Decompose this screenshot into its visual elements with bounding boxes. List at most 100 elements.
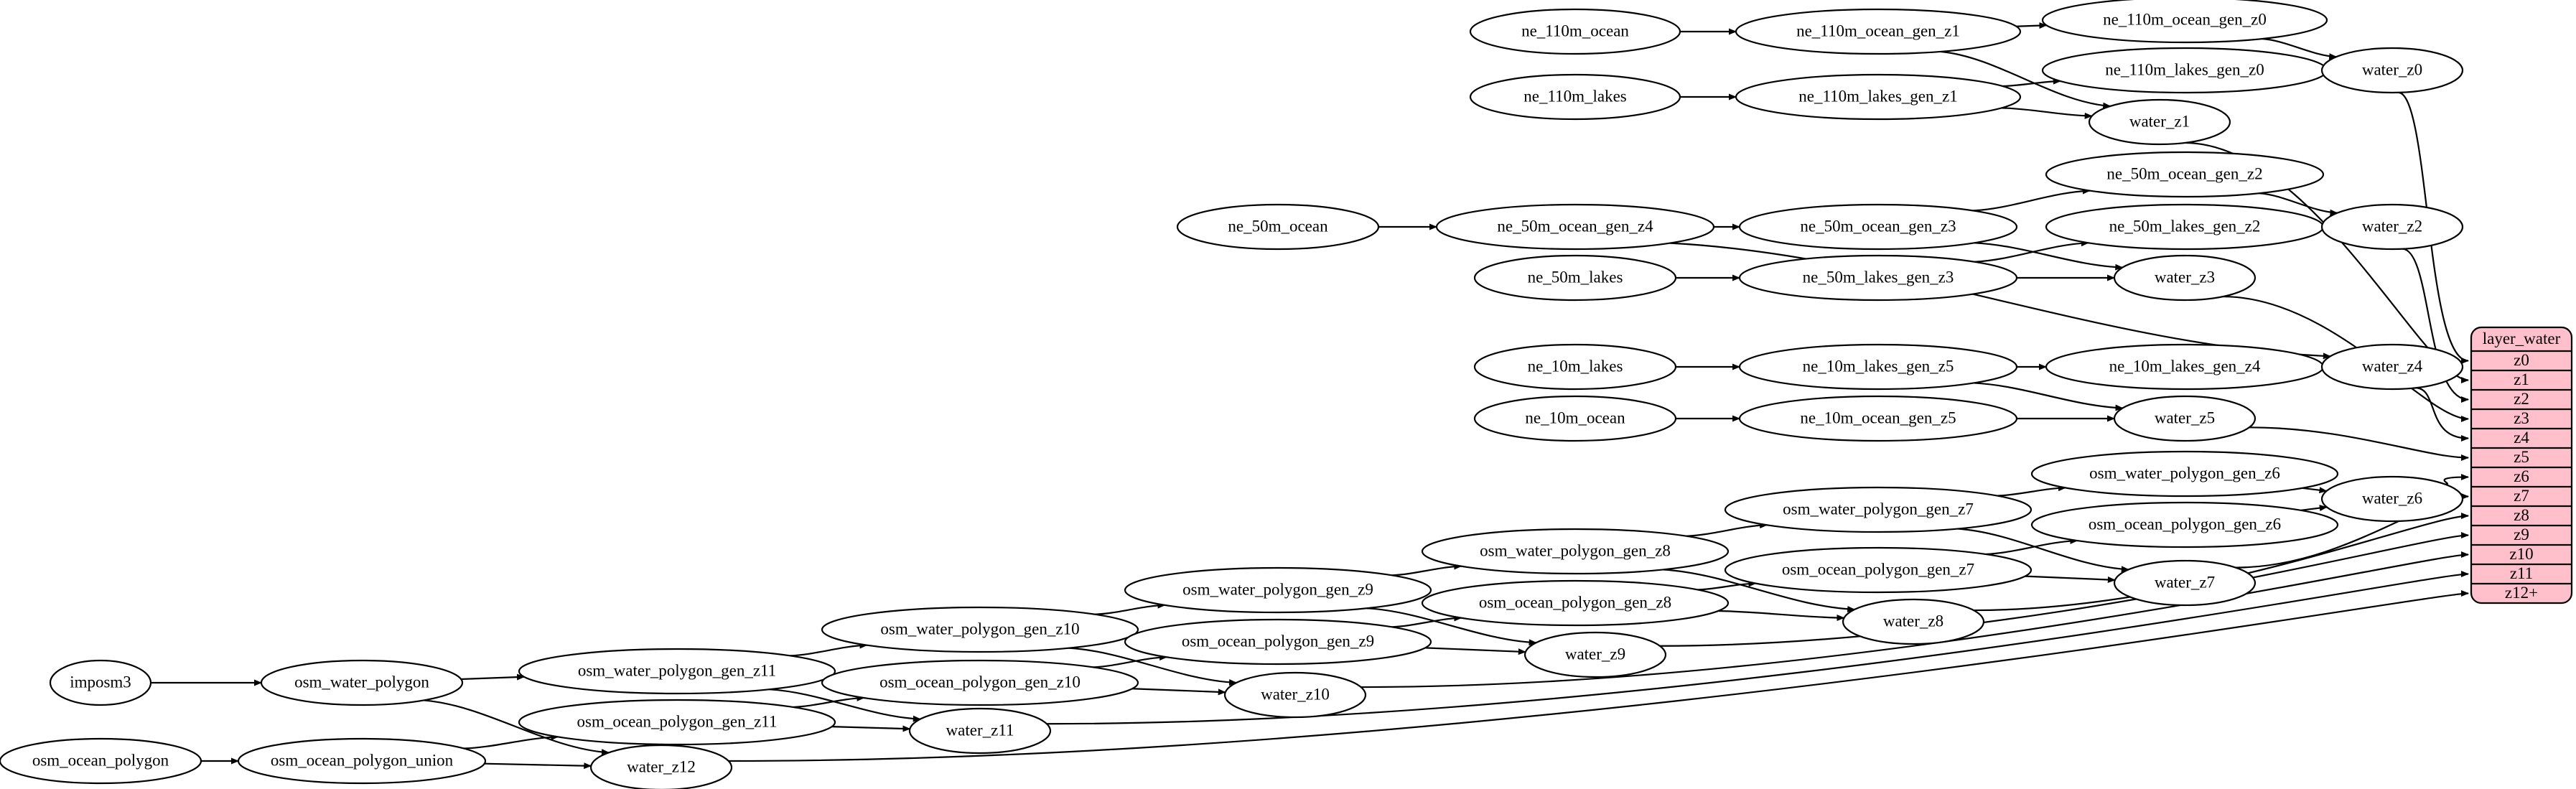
node-shape-osm_ocean_polygon_gen_z8	[1421, 579, 1730, 627]
edge-water_z2-to-layer_water.z2	[2402, 248, 2469, 403]
node-osm_water_polygon_gen_z8[interactable]: osm_water_polygon_gen_z8	[1421, 528, 1730, 575]
node-ne_50m_ocean_gen_z2[interactable]: ne_50m_ocean_gen_z2	[2045, 151, 2325, 198]
node-ne_10m_lakes[interactable]: ne_10m_lakes	[1473, 343, 1677, 391]
node-shape-water_z5	[2113, 395, 2257, 442]
edge-water_z12-to-layer_water.z12+	[728, 590, 2469, 762]
node-water_z11[interactable]: water_z11	[908, 707, 1052, 755]
edge-water_z4-to-layer_water.z4	[2415, 387, 2469, 442]
node-shape-water_z3	[2113, 254, 2257, 302]
edge-osm_ocean_polygon_gen_z7-to-osm_ocean_polygon_gen_z6	[1985, 537, 2078, 556]
edge-osm_ocean_polygon_union-to-osm_ocean_polygon_gen_z11	[464, 734, 559, 750]
node-ne_50m_lakes[interactable]: ne_50m_lakes	[1473, 254, 1677, 302]
node-osm_ocean_polygon[interactable]: osm_ocean_polygon	[0, 737, 202, 785]
node-shape-water_z9	[1523, 631, 1667, 678]
node-shape-osm_water_polygon_gen_z10	[821, 606, 1139, 653]
edge-osm_ocean_polygon_gen_z9-to-water_z9	[1425, 647, 1526, 655]
node-water_z5[interactable]: water_z5	[2113, 395, 2257, 442]
edge-osm_water_polygon_gen_z8-to-osm_water_polygon_gen_z7	[1686, 522, 1768, 537]
edge-osm_ocean_polygon_gen_z7-to-water_z7	[2025, 575, 2116, 583]
edge-water_z11-to-layer_water.z11	[1046, 571, 2469, 725]
edge-water_z10-to-layer_water.z10	[1361, 551, 2469, 688]
node-water_z12[interactable]: water_z12	[589, 744, 733, 789]
node-water_z10[interactable]: water_z10	[1223, 671, 1367, 719]
node-shape-ne_50m_lakes	[1473, 254, 1677, 302]
node-shape-imposm3	[49, 659, 152, 706]
node-water_z7[interactable]: water_z7	[2113, 559, 2257, 607]
node-ne_10m_lakes_gen_z5[interactable]: ne_10m_lakes_gen_z5	[1738, 343, 2018, 391]
node-ne_10m_lakes_gen_z4[interactable]: ne_10m_lakes_gen_z4	[2045, 343, 2325, 391]
node-osm_ocean_polygon_gen_z9[interactable]: osm_ocean_polygon_gen_z9	[1124, 618, 1432, 666]
node-shape-water_z8	[1842, 598, 1985, 645]
node-shape-ne_50m_ocean	[1176, 203, 1380, 251]
edge-ne_110m_ocean_gen_z1-to-water_z1	[1940, 50, 2111, 109]
node-osm_water_polygon[interactable]: osm_water_polygon	[260, 659, 464, 706]
edge-ne_50m_ocean_gen_z2-to-water_z2	[2259, 192, 2338, 216]
node-ne_50m_lakes_gen_z3[interactable]: ne_50m_lakes_gen_z3	[1738, 254, 2018, 302]
node-water_z0[interactable]: water_z0	[2320, 47, 2464, 94]
edge-osm_ocean_polygon_gen_z8-to-osm_ocean_polygon_gen_z7	[1697, 580, 1757, 591]
node-water_z4[interactable]: water_z4	[2320, 343, 2464, 391]
node-shape-osm_ocean_polygon_gen_z7	[1724, 546, 2033, 594]
node-shape-osm_water_polygon_gen_z8	[1421, 528, 1730, 575]
node-ne_110m_lakes_gen_z1[interactable]: ne_110m_lakes_gen_z1	[1735, 73, 2022, 121]
edge-ne_10m_lakes_gen_z5-to-water_z5	[1974, 382, 2124, 411]
node-ne_50m_ocean_gen_z4[interactable]: ne_50m_ocean_gen_z4	[1435, 203, 1715, 251]
node-ne_110m_lakes_gen_z0[interactable]: ne_110m_lakes_gen_z0	[2041, 47, 2328, 94]
node-ne_50m_ocean[interactable]: ne_50m_ocean	[1176, 203, 1380, 251]
node-water_z8[interactable]: water_z8	[1842, 598, 1985, 645]
edge-osm_ocean_polygon_gen_z6-to-water_z6	[2300, 505, 2328, 512]
node-shape-ne_10m_ocean_gen_z5	[1738, 395, 2018, 442]
edge-osm_water_polygon_gen_z10-to-osm_water_polygon_gen_z9	[1095, 602, 1166, 615]
node-water_z6[interactable]: water_z6	[2320, 475, 2464, 523]
node-osm_ocean_polygon_gen_z7[interactable]: osm_ocean_polygon_gen_z7	[1724, 546, 2033, 594]
edge-water_z8-to-layer_water.z8	[1974, 513, 2469, 612]
node-osm_water_polygon_gen_z6[interactable]: osm_water_polygon_gen_z6	[2030, 450, 2339, 498]
node-shape-ne_50m_lakes_gen_z3	[1738, 254, 2018, 302]
edge-osm_water_polygon_gen_z9-to-osm_water_polygon_gen_z8	[1391, 563, 1462, 576]
node-water_z2[interactable]: water_z2	[2320, 203, 2464, 251]
node-shape-ne_110m_ocean	[1469, 8, 1681, 55]
edge-osm_water_polygon-to-water_z12	[424, 699, 610, 756]
node-osm_water_polygon_gen_z11[interactable]: osm_water_polygon_gen_z11	[518, 648, 836, 695]
node-shape-ne_10m_lakes	[1473, 343, 1677, 391]
node-ne_10m_ocean_gen_z5[interactable]: ne_10m_ocean_gen_z5	[1738, 395, 2018, 442]
node-ne_110m_ocean[interactable]: ne_110m_ocean	[1469, 8, 1681, 55]
edge-ne_50m_ocean_gen_z3-to-ne_50m_ocean_gen_z2	[1973, 187, 2091, 212]
node-ne_110m_ocean_gen_z1[interactable]: ne_110m_ocean_gen_z1	[1735, 8, 2022, 55]
node-osm_water_polygon_gen_z9[interactable]: osm_water_polygon_gen_z9	[1124, 566, 1432, 614]
node-water_z9[interactable]: water_z9	[1523, 631, 1667, 678]
node-shape-ne_10m_lakes_gen_z4	[2045, 343, 2325, 391]
edge-ne_110m_ocean_gen_z1-to-ne_110m_ocean_gen_z0	[2016, 22, 2048, 29]
node-imposm3[interactable]: imposm3	[49, 659, 152, 706]
node-shape-ne_10m_ocean	[1473, 395, 1677, 442]
edge-osm_ocean_polygon_gen_z9-to-osm_ocean_polygon_gen_z8	[1391, 615, 1462, 628]
node-water_z1[interactable]: water_z1	[2088, 98, 2231, 146]
edge-osm_water_polygon_gen_z7-to-water_z7	[1957, 528, 2129, 573]
node-shape-ne_110m_lakes_gen_z1	[1735, 73, 2022, 121]
node-osm_ocean_polygon_gen_z10[interactable]: osm_ocean_polygon_gen_z10	[821, 659, 1139, 706]
node-shape-ne_110m_lakes	[1469, 73, 1681, 121]
node-ne_110m_lakes[interactable]: ne_110m_lakes	[1469, 73, 1681, 121]
edge-osm_water_polygon_gen_z6-to-water_z6	[2302, 487, 2328, 494]
node-ne_110m_ocean_gen_z0[interactable]: ne_110m_ocean_gen_z0	[2041, 0, 2328, 44]
edge-ne_110m_lakes_gen_z1-to-ne_110m_lakes_gen_z0	[2002, 78, 2061, 88]
layer-water-table[interactable]: layer_waterz0z1z2z3z4z5z6z7z8z9z10z11z12…	[2470, 326, 2573, 604]
node-shape-water_z11	[908, 707, 1052, 755]
node-ne_50m_ocean_gen_z3[interactable]: ne_50m_ocean_gen_z3	[1738, 203, 2018, 251]
node-osm_water_polygon_gen_z10[interactable]: osm_water_polygon_gen_z10	[821, 606, 1139, 653]
edge-osm_water_polygon_gen_z11-to-osm_water_polygon_gen_z10	[790, 642, 868, 657]
node-ne_10m_ocean[interactable]: ne_10m_ocean	[1473, 395, 1677, 442]
node-ne_50m_lakes_gen_z2[interactable]: ne_50m_lakes_gen_z2	[2045, 203, 2325, 251]
node-shape-water_z10	[1223, 671, 1367, 719]
edge-ne_110m_lakes_gen_z1-to-water_z1	[2001, 107, 2093, 119]
node-osm_ocean_polygon_gen_z8[interactable]: osm_ocean_polygon_gen_z8	[1421, 579, 1730, 627]
node-osm_ocean_polygon_union[interactable]: osm_ocean_polygon_union	[237, 737, 487, 785]
node-water_z3[interactable]: water_z3	[2113, 254, 2257, 302]
node-shape-water_z6	[2320, 475, 2464, 523]
node-osm_ocean_polygon_gen_z11[interactable]: osm_ocean_polygon_gen_z11	[518, 699, 836, 746]
node-osm_ocean_polygon_gen_z6[interactable]: osm_ocean_polygon_gen_z6	[2030, 501, 2339, 548]
node-osm_water_polygon_gen_z7[interactable]: osm_water_polygon_gen_z7	[1724, 486, 2033, 533]
node-shape-ne_50m_ocean_gen_z2	[2045, 151, 2325, 198]
node-shape-osm_water_polygon_gen_z9	[1124, 566, 1432, 614]
